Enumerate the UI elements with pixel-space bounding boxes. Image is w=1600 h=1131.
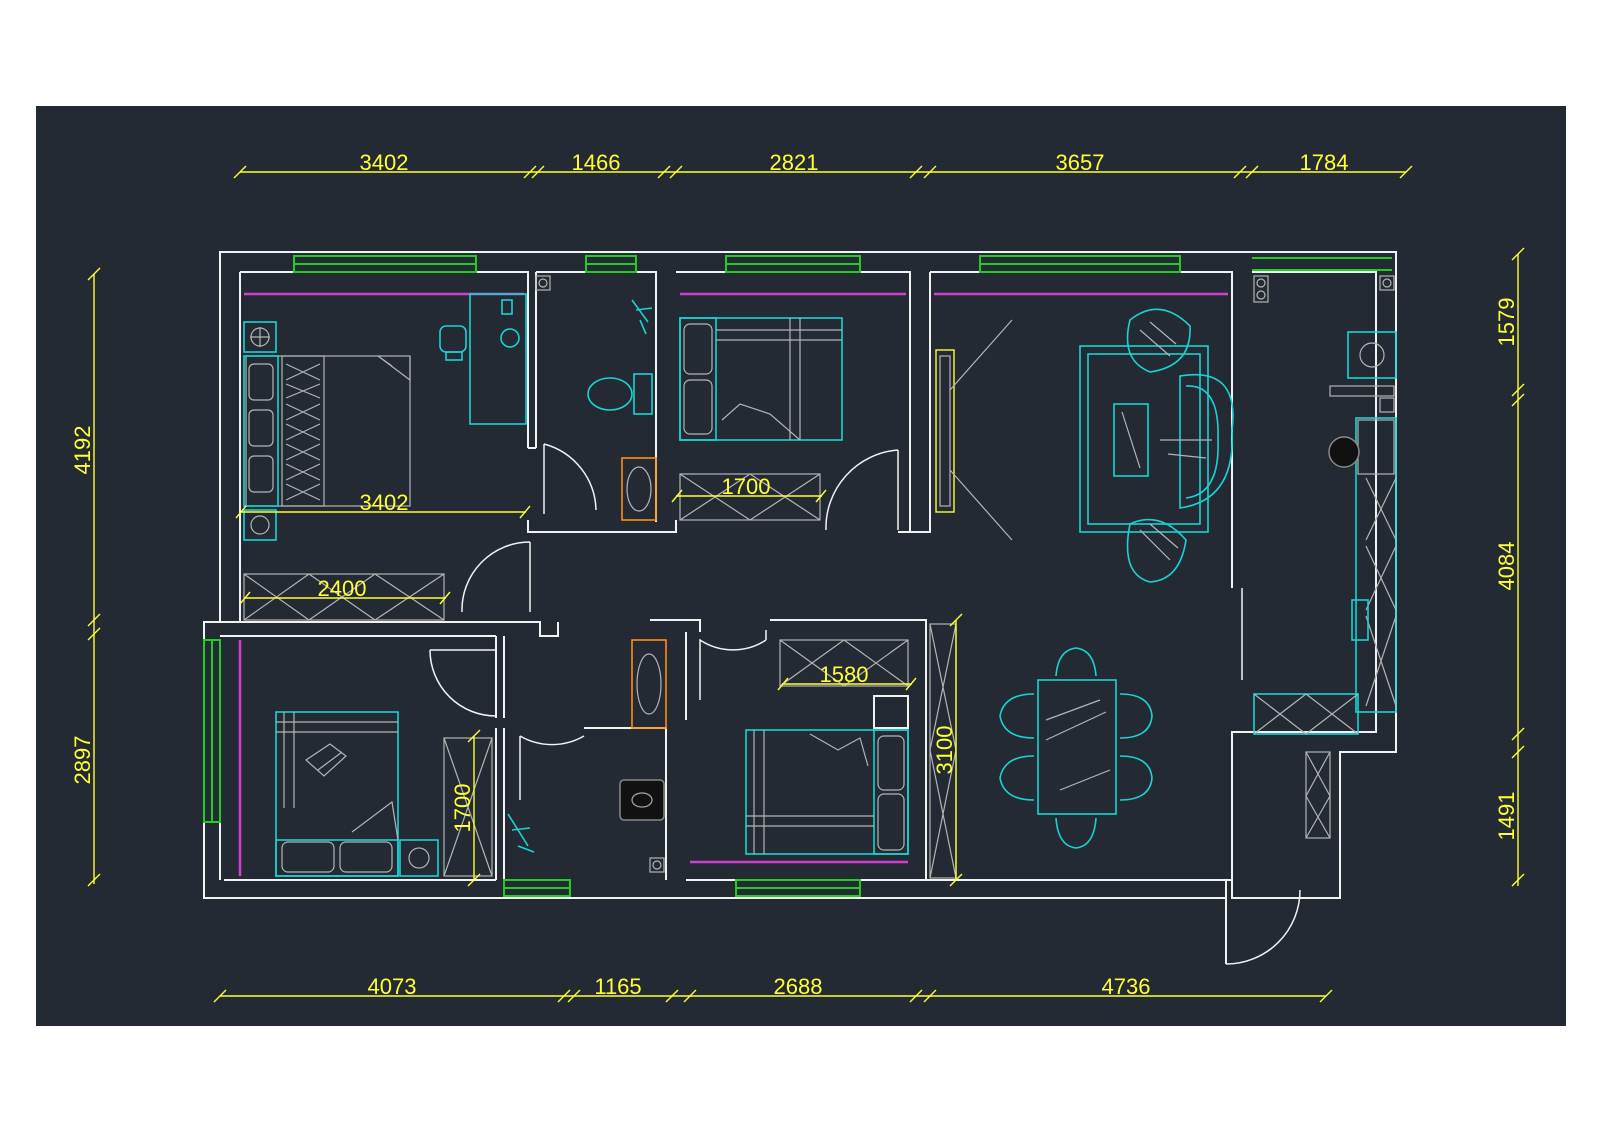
bathroom-1-fixtures	[535, 275, 657, 521]
dim-right-3: 1491	[1494, 792, 1519, 841]
bathroom-2-fixtures	[507, 639, 667, 873]
living-room-furniture	[935, 308, 1234, 583]
bedroom-2-furniture	[679, 317, 843, 521]
dimension-lines	[87, 165, 1525, 1003]
dim-interior-wardrobe-1: 2400	[318, 576, 367, 601]
dim-interior-wardrobe-4: 1700	[450, 784, 475, 833]
floor-plan-canvas	[36, 106, 1566, 1026]
bedroom-4-furniture	[745, 623, 957, 879]
dim-right-1: 1579	[1494, 298, 1519, 347]
dim-top-3: 2821	[770, 150, 819, 175]
dim-interior-wall-length: 3100	[932, 726, 957, 775]
dim-top-4: 3657	[1056, 150, 1105, 175]
dim-top-1: 3402	[360, 150, 409, 175]
dim-bottom-4: 4736	[1102, 974, 1151, 999]
dim-interior-wardrobe-3: 1580	[820, 662, 869, 687]
dim-left-2: 2897	[70, 736, 95, 785]
dim-left-1: 4192	[70, 426, 95, 475]
dim-top-2: 1466	[572, 150, 621, 175]
dim-bottom-2: 1165	[594, 974, 641, 999]
dim-interior-bedroom1-width: 3402	[360, 490, 409, 515]
dim-top-5: 1784	[1300, 150, 1349, 175]
dim-bottom-3: 2688	[774, 974, 823, 999]
dining-set	[999, 647, 1153, 849]
kitchen-fixtures	[1253, 275, 1397, 839]
dim-interior-wardrobe-2: 1700	[722, 474, 771, 499]
dim-bottom-1: 4073	[368, 974, 417, 999]
dimension-labels: 3402 1466 2821 3657 1784 4073 1165 2688 …	[70, 150, 1519, 999]
doors	[429, 443, 1301, 965]
bedroom-3-furniture	[275, 711, 493, 877]
windows	[203, 255, 1392, 897]
dim-right-2: 4084	[1494, 542, 1519, 591]
bedroom-1-furniture	[243, 293, 527, 621]
